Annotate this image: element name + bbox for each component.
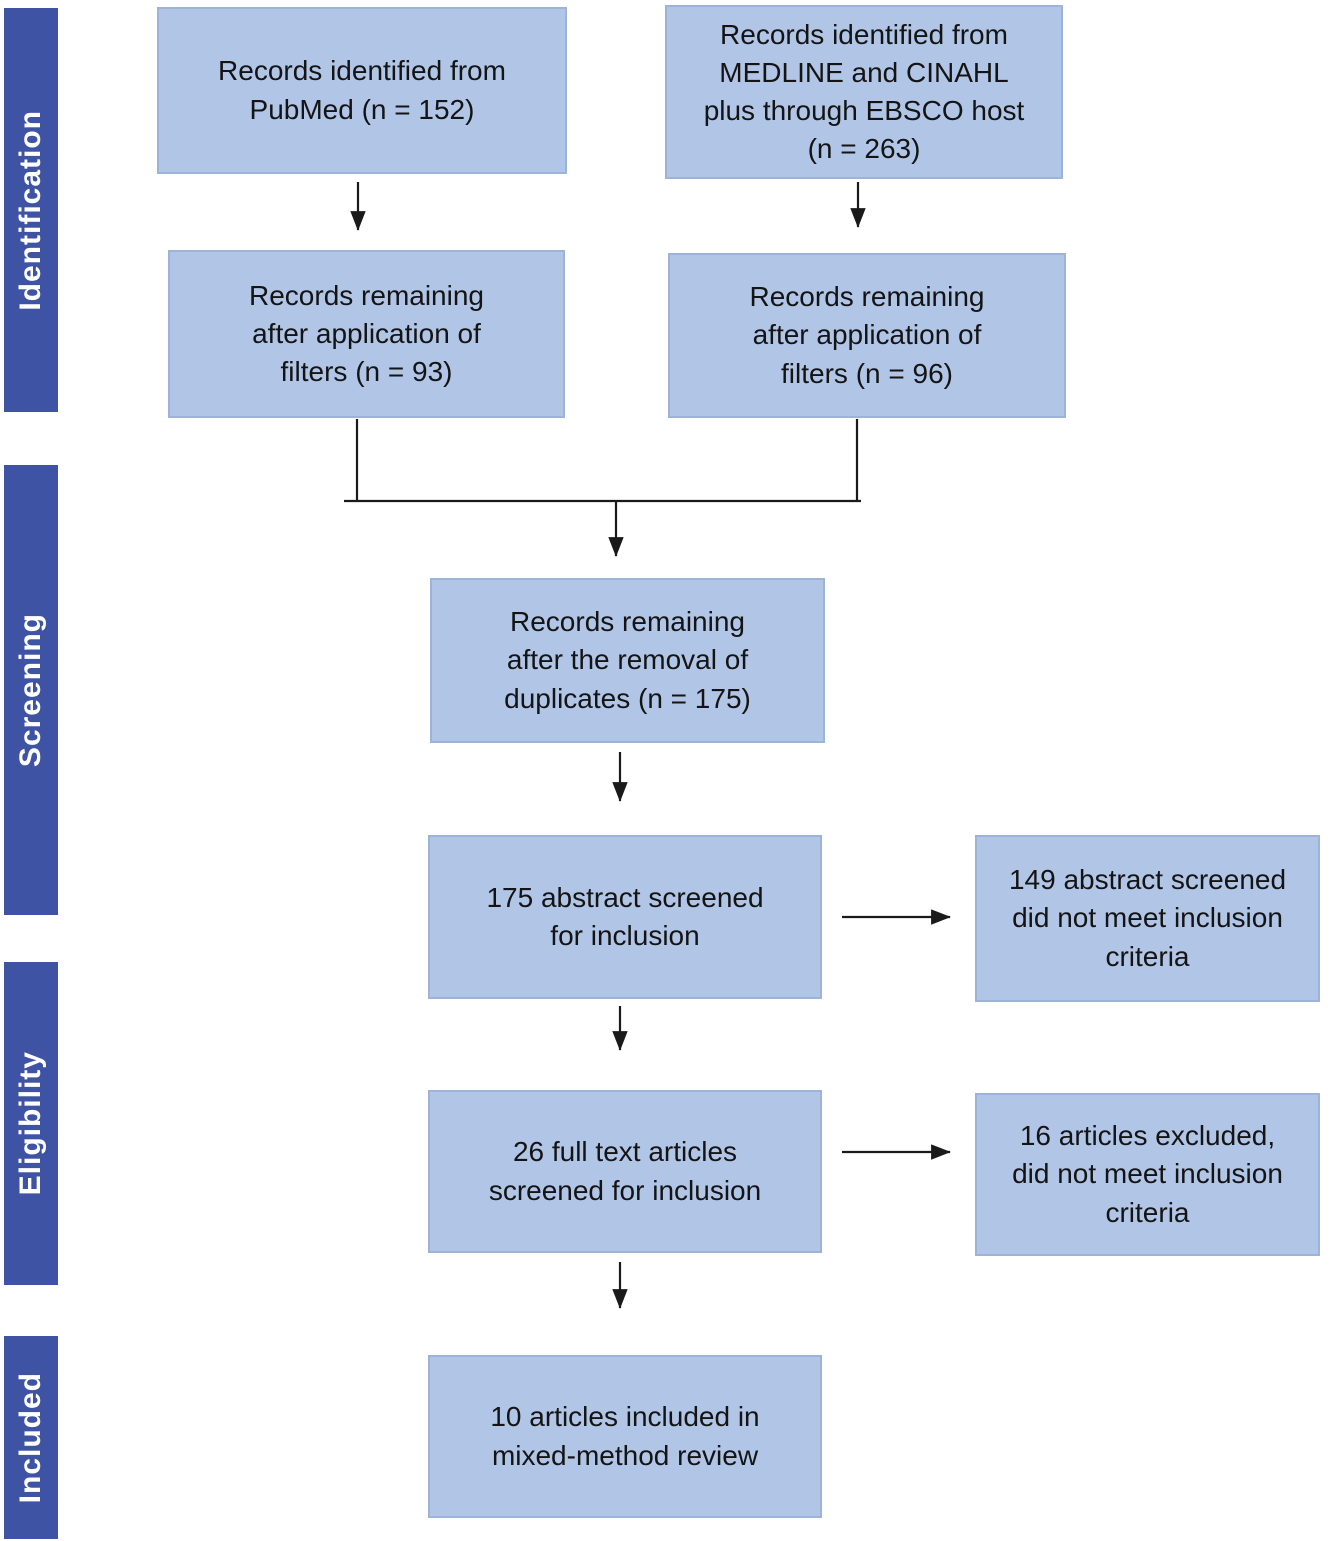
- flow-box-deduplicated-text: Records remaining after the removal of d…: [504, 606, 751, 714]
- stage-label-eligibility: Eligibility: [14, 1051, 47, 1196]
- flow-box-included-articles: 10 articles included in mixed-method rev…: [428, 1355, 822, 1518]
- flow-box-deduplicated: Records remaining after the removal of d…: [430, 578, 825, 743]
- flow-box-abstracts-screened-text: 175 abstract screened for inclusion: [486, 881, 764, 951]
- stage-bar-included: Included: [4, 1336, 58, 1539]
- flow-box-abstracts-excluded: 149 abstract screened did not meet inclu…: [975, 835, 1320, 1002]
- flow-box-ebsco-text: Records identified from MEDLINE and CINA…: [703, 18, 1025, 165]
- flow-box-ebsco-filtered: Records remaining after application of f…: [668, 253, 1066, 418]
- stage-bar-identification: Identification: [4, 8, 58, 412]
- flow-box-pubmed-text: Records identified from PubMed (n = 152): [218, 55, 506, 125]
- stage-label-screening: Screening: [14, 612, 47, 768]
- flow-box-fulltext-screened: 26 full text articles screened for inclu…: [428, 1090, 822, 1253]
- stage-label-identification: Identification: [14, 109, 47, 311]
- stage-bar-screening: Screening: [4, 465, 58, 915]
- flow-box-ebsco: Records identified from MEDLINE and CINA…: [665, 5, 1063, 179]
- flow-box-abstracts-excluded-text: 149 abstract screened did not meet inclu…: [1008, 864, 1287, 972]
- flow-box-fulltext-screened-text: 26 full text articles screened for inclu…: [488, 1136, 762, 1206]
- flow-box-fulltext-excluded: 16 articles excluded, did not meet inclu…: [975, 1093, 1320, 1256]
- flow-box-included-articles-text: 10 articles included in mixed-method rev…: [490, 1401, 760, 1471]
- flow-box-abstracts-screened: 175 abstract screened for inclusion: [428, 835, 822, 999]
- flow-box-fulltext-excluded-text: 16 articles excluded, did not meet inclu…: [1012, 1120, 1283, 1228]
- flow-box-pubmed-filtered-text: Records remaining after application of f…: [249, 279, 484, 388]
- flow-box-pubmed: Records identified from PubMed (n = 152): [157, 7, 567, 174]
- stage-bar-eligibility: Eligibility: [4, 962, 58, 1285]
- flow-box-ebsco-filtered-text: Records remaining after application of f…: [749, 281, 985, 389]
- flow-box-pubmed-filtered: Records remaining after application of f…: [168, 250, 565, 418]
- stage-label-included: Included: [14, 1371, 47, 1504]
